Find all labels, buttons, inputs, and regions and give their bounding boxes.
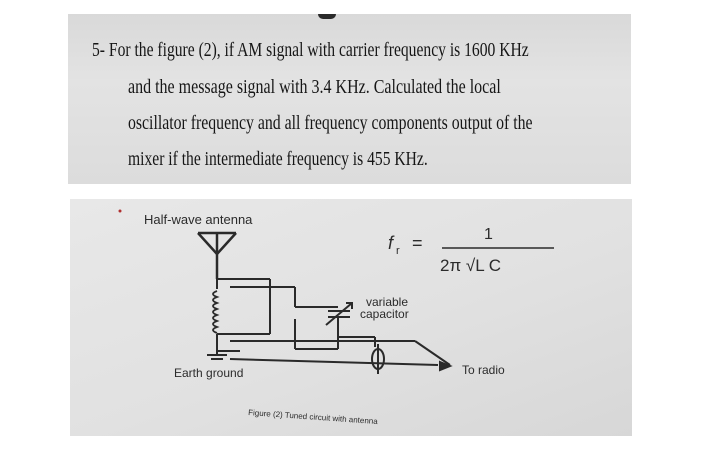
figure-caption: Figure (2) Tuned circuit with antenna — [248, 408, 379, 426]
tuned-circuit-diagram: Half-wave antenna — [118, 209, 554, 426]
capacitor-label-line2: capacitor — [360, 307, 409, 321]
output-arrow-icon — [229, 358, 453, 372]
antenna-icon — [197, 231, 237, 279]
question-line-3: oscillator frequency and all frequency c… — [128, 112, 533, 134]
formula-subscript: r — [396, 245, 400, 257]
question-photo: 5- For the figure (2), if AM signal with… — [68, 14, 631, 184]
coil-icon — [212, 290, 220, 334]
antenna-label: Half-wave antenna — [144, 212, 253, 227]
formula-equals: = — [412, 233, 423, 253]
output-label: To radio — [462, 363, 505, 377]
connector-icon — [371, 344, 385, 374]
capacitor-label-line1: variable — [366, 295, 408, 309]
question-line-2: and the message signal with 3.4 KHz. Cal… — [128, 76, 501, 98]
formula-denominator: 2π √L C — [440, 256, 501, 275]
formula-numerator: 1 — [484, 226, 493, 243]
ground-icon — [207, 351, 227, 360]
circuit-wires — [216, 278, 451, 366]
ground-label: Earth ground — [174, 366, 243, 380]
ink-mark — [318, 14, 336, 19]
red-speck — [118, 209, 122, 213]
figure-photo: Half-wave antenna — [70, 199, 632, 436]
question-line-1: 5- For the figure (2), if AM signal with… — [92, 39, 529, 61]
variable-capacitor-icon — [325, 302, 353, 326]
resonance-formula: f r = 1 2π √L C — [388, 226, 554, 275]
formula-lhs: f — [388, 233, 395, 253]
question-line-4: mixer if the intermediate frequency is 4… — [128, 148, 428, 170]
